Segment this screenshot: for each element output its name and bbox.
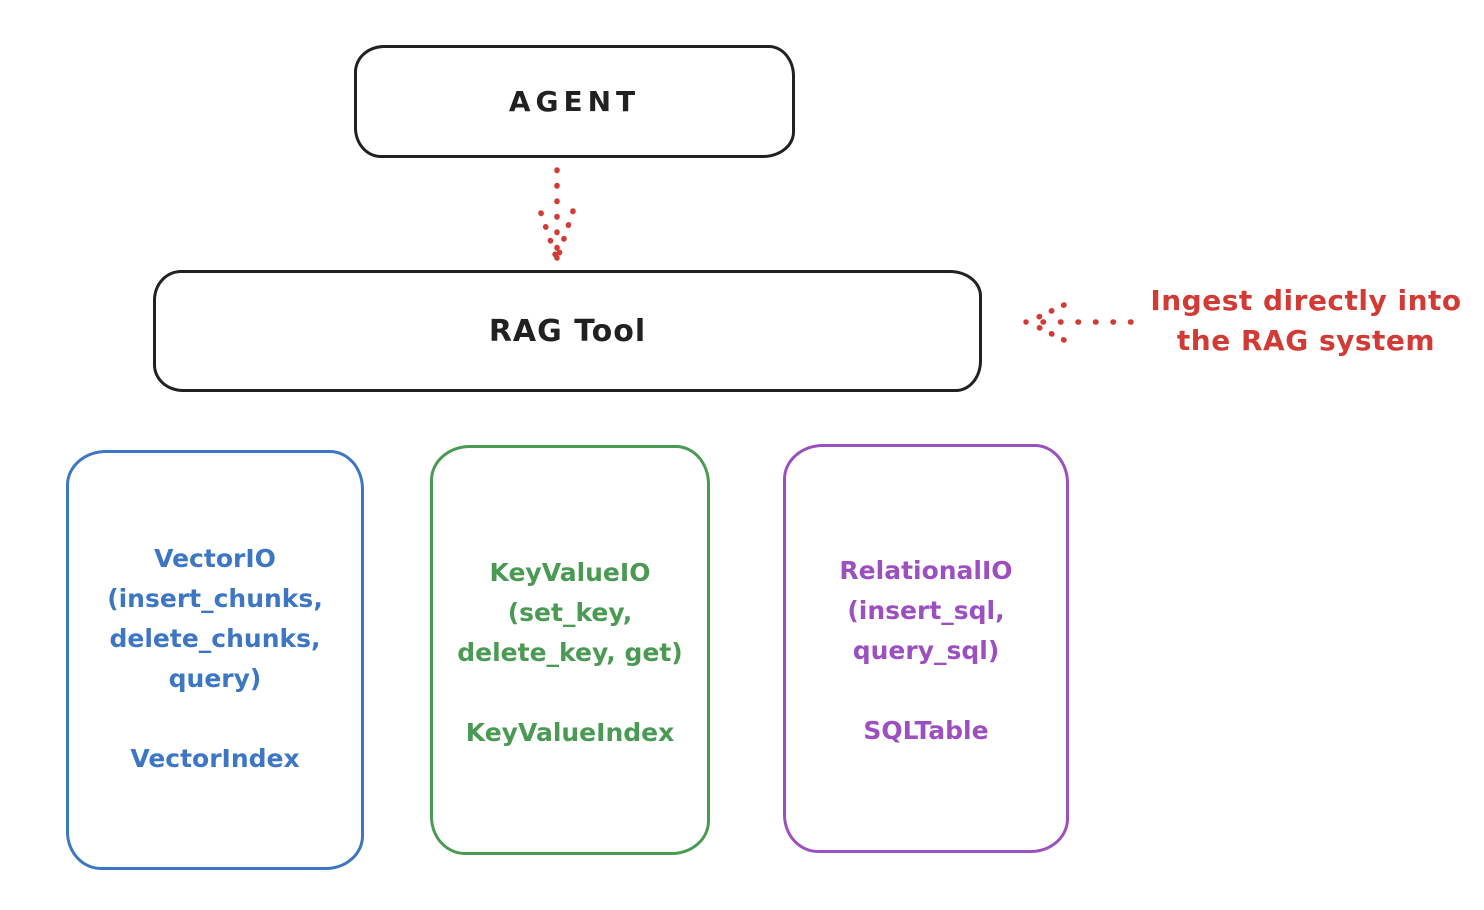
annotation-to-rag-tool-arrow: [1023, 302, 1134, 343]
relational-io-box: RelationalIO (insert_sql, query_sql) SQL…: [783, 444, 1069, 853]
vector-io-line: (insert_chunks,: [107, 584, 323, 613]
ingest-annotation-line2: the RAG system: [1176, 324, 1436, 357]
keyvalue-io-line: KeyValueIO: [489, 558, 651, 587]
agent-label: AGENT: [508, 85, 641, 118]
vector-io-line: query): [168, 664, 262, 693]
rag-tool-box: RAG Tool: [153, 270, 982, 392]
relational-io-signature: RelationalIO (insert_sql, query_sql): [786, 551, 1066, 671]
ingest-annotation: Ingest directly into the RAG system: [1140, 281, 1472, 361]
keyvalue-index-label: KeyValueIndex: [465, 718, 675, 747]
keyvalue-io-signature: KeyValueIO (set_key, delete_key, get): [433, 553, 707, 673]
vector-io-box: VectorIO (insert_chunks, delete_chunks, …: [66, 450, 364, 870]
rag-tool-label: RAG Tool: [488, 313, 647, 349]
keyvalue-io-line: delete_key, get): [457, 638, 683, 667]
relational-io-line: (insert_sql,: [847, 596, 1005, 625]
agent-box: AGENT: [354, 45, 795, 158]
keyvalue-io-line: (set_key,: [507, 598, 633, 627]
relational-io-line: RelationalIO: [839, 556, 1013, 585]
agent-to-rag-tool-arrow: [538, 167, 576, 261]
ingest-annotation-line1: Ingest directly into: [1150, 284, 1462, 317]
relational-io-line: query_sql): [852, 636, 1000, 665]
vector-io-line: VectorIO: [154, 544, 276, 573]
vector-io-line: delete_chunks,: [109, 624, 321, 653]
vector-index-label: VectorIndex: [130, 744, 300, 773]
vector-io-signature: VectorIO (insert_chunks, delete_chunks, …: [69, 539, 361, 699]
sql-table-label: SQLTable: [863, 716, 989, 745]
keyvalue-io-box: KeyValueIO (set_key, delete_key, get) Ke…: [430, 445, 710, 855]
